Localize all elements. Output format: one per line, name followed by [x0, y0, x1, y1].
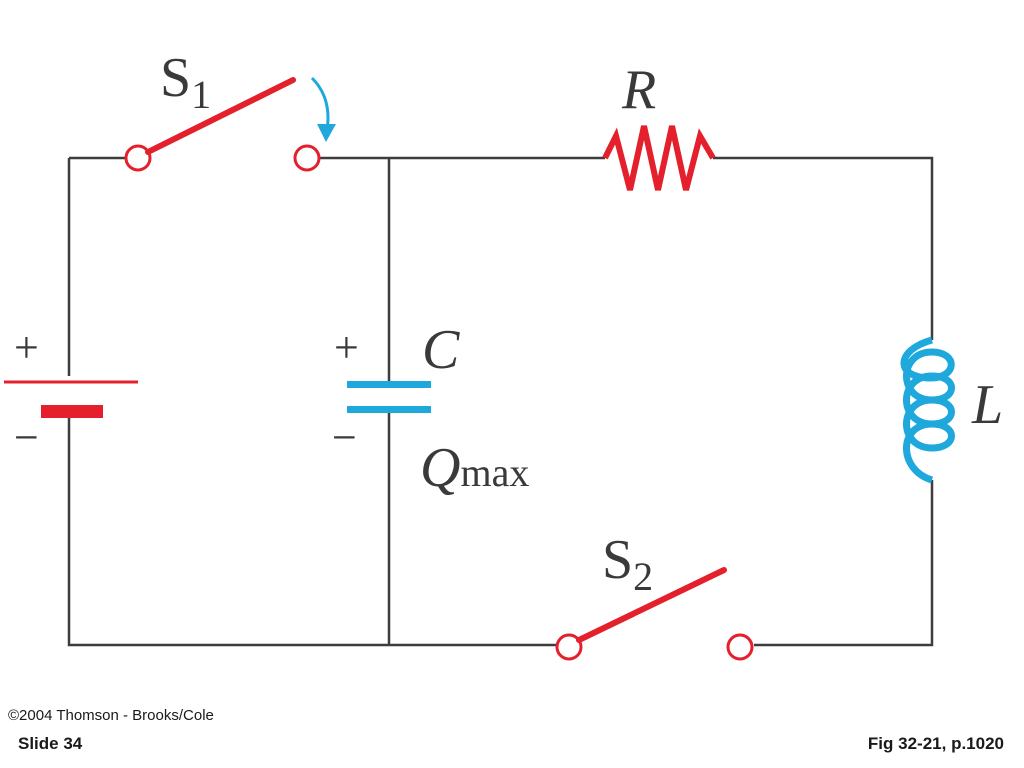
- inductor-coil: [900, 336, 955, 484]
- resistor-zigzag: [602, 125, 716, 191]
- wires: [67, 156, 934, 647]
- switch-s1-label: S1: [160, 47, 211, 117]
- battery-short-plate: [41, 405, 103, 418]
- slide-number: Slide 34: [18, 734, 83, 753]
- capacitor-label: C: [422, 319, 460, 381]
- switch-s2-terminal-left: [555, 633, 583, 661]
- switch-s2-terminal-right: [726, 633, 754, 661]
- wire-top-right: [713, 156, 934, 340]
- capacitor-bottom-plate: [347, 406, 431, 413]
- switch-s1-arrowhead-icon: [317, 124, 336, 142]
- battery-plus-label: +: [14, 323, 39, 372]
- switch-s1-terminal-left: [124, 144, 152, 172]
- wire-left-bottom: [67, 416, 556, 647]
- inductor-label: L: [971, 374, 1003, 436]
- switch-s1-terminal-right: [293, 144, 321, 172]
- resistor-label: R: [621, 59, 656, 121]
- switch-s2[interactable]: [555, 567, 754, 661]
- capacitor-top-plate: [347, 381, 431, 388]
- wire-right-bottom: [754, 480, 934, 647]
- switch-s1-blade: [145, 77, 296, 155]
- copyright-text: ©2004 Thomson - Brooks/Cole: [8, 707, 214, 724]
- battery: [4, 380, 138, 418]
- switch-s2-blade: [576, 567, 727, 643]
- wire-left-top: [67, 156, 126, 376]
- battery-minus-label: −: [14, 413, 39, 462]
- switch-s1[interactable]: [124, 76, 336, 172]
- inductor: [900, 336, 955, 484]
- switch-s2-label: S2: [602, 529, 653, 599]
- figure-reference: Fig 32-21, p.1020: [868, 734, 1004, 753]
- capacitor-plus-label: +: [334, 323, 359, 372]
- capacitor: [347, 381, 431, 413]
- charge-label: Qmax: [420, 437, 529, 499]
- capacitor-minus-label: −: [332, 413, 357, 462]
